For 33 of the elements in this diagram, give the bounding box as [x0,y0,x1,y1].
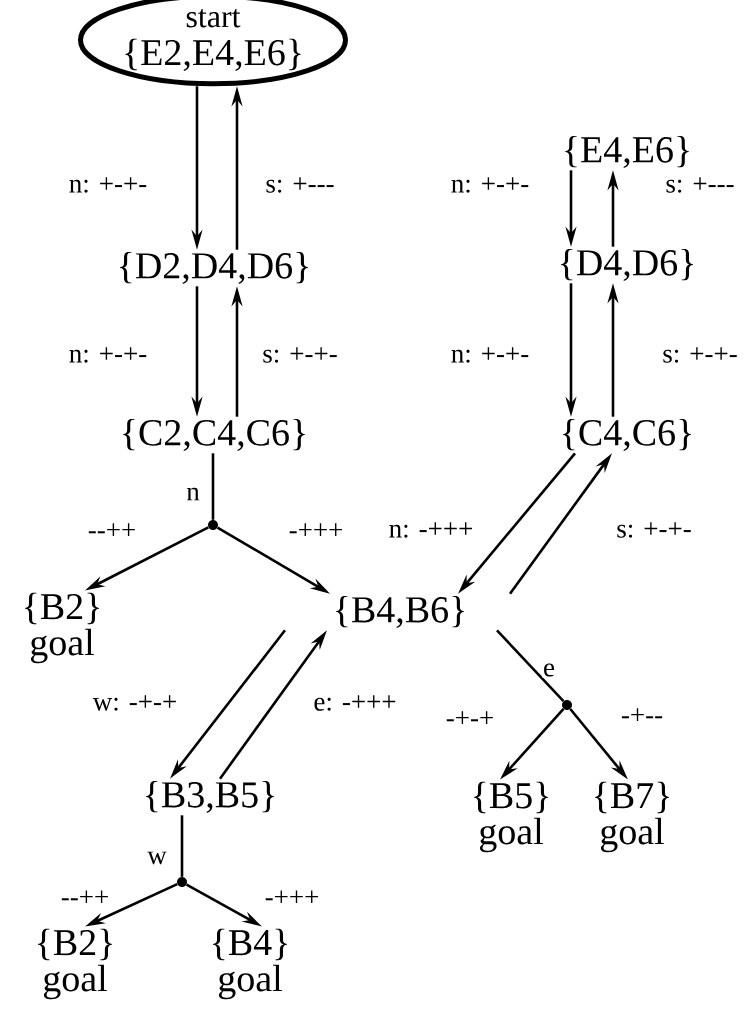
edge-label: -+++ [287,522,345,540]
state-label: {D2,D4,D6} [120,251,308,285]
state-label: {B3,B5} [146,780,274,814]
edge-label: n: +-+- [67,176,149,194]
edge-label: s: +--- [664,176,736,194]
state-label: {B2} goal [38,928,112,1000]
edge-label: -+++ [263,889,321,907]
edge-label: s: +-+- [661,346,739,364]
state-label: {B5} goal [474,781,548,853]
edge-label: s: +--- [264,176,336,194]
edge-label: w: -+-+ [91,694,179,712]
edge-label: -+-+ [444,710,496,728]
state-label: {B2} goal [25,592,99,664]
edge-label: -+-- [619,707,665,725]
edge-label: e [542,662,556,678]
edge-label: s: +-+- [615,521,693,539]
edge-label: n: -+++ [387,521,475,539]
state-label: {B4,B6} [336,595,464,629]
edge-label: e: -+++ [312,694,398,712]
edge-label: s: +-+- [261,346,339,364]
edge-label: w [146,850,168,866]
edge-label: --++ [59,889,111,907]
edge-label: n: +-+- [67,346,149,364]
state-label: {C4,C6} [563,418,691,452]
edge-label: n: +-+- [449,176,531,194]
edge-label: n [185,486,201,502]
state-label: {C2,C4,C6} [123,418,305,452]
edge-label: n: +-+- [449,346,531,364]
state-label: {D4,D6} [561,248,693,282]
edge-label: --++ [86,522,138,540]
state-label: {B4} goal [213,928,287,1000]
state-label: {B7} goal [595,781,669,853]
state-label: {E4,E6} [565,135,689,169]
